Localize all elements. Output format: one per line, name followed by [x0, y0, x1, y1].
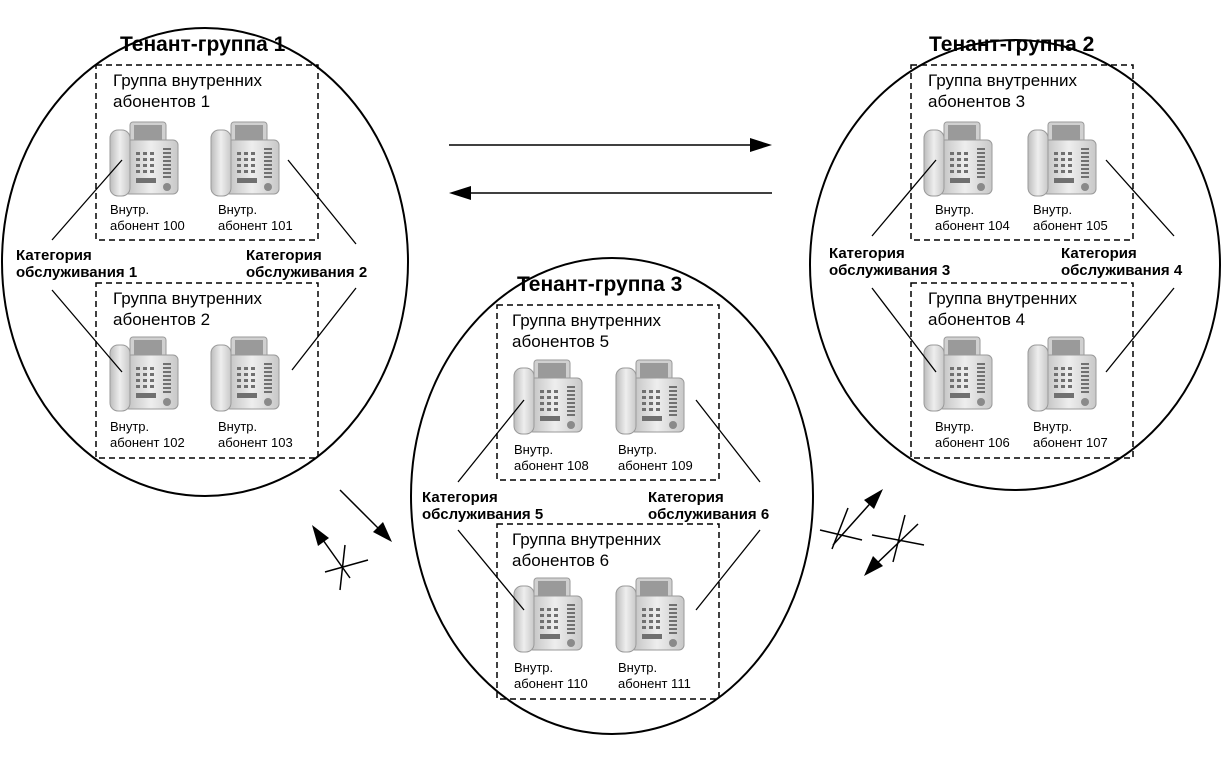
group-label-line2: абонентов 1 — [113, 92, 210, 111]
extension-label-line1: Внутр. — [618, 660, 657, 675]
blocked-cross-mark — [324, 559, 369, 573]
group-label-line1: Группа внутренних — [512, 530, 661, 549]
extension-label-line2: абонент 109 — [618, 458, 693, 473]
connector-line — [695, 529, 761, 611]
service-category-label-line1: Категория — [1061, 245, 1137, 262]
extension-label-line1: Внутр. — [935, 419, 974, 434]
extension-group-box — [496, 523, 720, 700]
connector-line — [1105, 287, 1175, 373]
tenant-oval — [809, 39, 1221, 491]
extension-label-line1: Внутр. — [1033, 202, 1072, 217]
service-category-label-line2: обслуживания 4 — [1061, 262, 1183, 279]
group-label-line2: абонентов 2 — [113, 310, 210, 329]
blocked-cross-mark — [819, 529, 863, 541]
blocked-cross-mark — [892, 514, 906, 563]
extension-label-line1: Внутр. — [110, 202, 149, 217]
service-category-label-line1: Категория — [422, 489, 498, 506]
tenant-oval — [410, 257, 814, 735]
connection-arrows — [312, 138, 925, 591]
service-category-label-line1: Категория — [829, 245, 905, 262]
group-label-line2: абонентов 4 — [928, 310, 1025, 329]
extension-label-line1: Внутр. — [110, 419, 149, 434]
service-category-label-line2: обслуживания 1 — [16, 264, 137, 281]
service-category-label-line2: обслуживания 6 — [648, 506, 769, 523]
group-label-line1: Группа внутренних — [928, 289, 1077, 308]
group-label-line1: Группа внутренних — [512, 311, 661, 330]
extension-label-line1: Внутр. — [218, 202, 257, 217]
service-category-label-line2: обслуживания 2 — [246, 264, 367, 281]
connector-line — [287, 159, 357, 245]
connector-line — [51, 159, 123, 241]
extension-label-line1: Внутр. — [618, 442, 657, 457]
connector-line — [871, 159, 937, 237]
extension-label-line1: Внутр. — [1033, 419, 1072, 434]
group-label-line1: Группа внутренних — [928, 71, 1077, 90]
tenant-title: Тенант-группа 2 — [929, 33, 1094, 56]
extension-group-box — [496, 304, 720, 481]
extension-group-box — [95, 64, 319, 241]
tenant-title: Тенант-группа 3 — [517, 273, 682, 296]
arrowhead — [449, 186, 471, 200]
connector-line — [51, 289, 123, 373]
tenant-oval — [1, 27, 409, 497]
connector-line — [291, 287, 357, 371]
connector-line — [695, 399, 761, 483]
extension-label-line1: Внутр. — [218, 419, 257, 434]
extension-label-line2: абонент 103 — [218, 435, 293, 450]
extension-label-line2: абонент 106 — [935, 435, 1010, 450]
extension-group-box — [95, 282, 319, 459]
group-label-line2: абонентов 5 — [512, 332, 609, 351]
tenant-group-3: Тенант-группа 3 Группа внутренних абонен… — [410, 257, 814, 735]
extension-group-box — [910, 64, 1134, 241]
tenant-group-2: Тенант-группа 2 Группа внутренних абонен… — [809, 33, 1221, 491]
extension-label-line1: Внутр. — [935, 202, 974, 217]
extension-label-line2: абонент 110 — [514, 676, 588, 691]
extension-label-line1: Внутр. — [514, 660, 553, 675]
arrow-tg3-to-tg2-blocked — [832, 496, 877, 546]
arrowhead — [864, 489, 883, 509]
arrowhead — [373, 522, 392, 542]
service-category-label-line1: Категория — [16, 247, 92, 264]
tenant-title: Тенант-группа 1 — [120, 33, 286, 56]
service-category-label-line2: обслуживания 3 — [829, 262, 950, 279]
connector-line — [1105, 159, 1175, 237]
connector-line — [457, 399, 525, 483]
arrowhead — [312, 525, 329, 546]
service-category-label-line2: обслуживания 5 — [422, 506, 543, 523]
group-label-line1: Группа внутренних — [113, 289, 262, 308]
group-label-line2: абонентов 3 — [928, 92, 1025, 111]
service-category-label-line1: Категория — [246, 247, 322, 264]
extension-label-line2: абонент 104 — [935, 218, 1010, 233]
tenant-group-1: Тенант-группа 1 Группа внутренних абонен… — [1, 27, 409, 497]
extension-label-line2: абонент 100 — [110, 218, 185, 233]
connector-line — [871, 287, 937, 373]
extension-label-line2: абонент 111 — [618, 676, 691, 691]
blocked-cross-mark — [339, 544, 346, 591]
group-label-line2: абонентов 6 — [512, 551, 609, 570]
extension-label-line2: абонент 101 — [218, 218, 293, 233]
connector-line — [457, 529, 525, 611]
group-label-line1: Группа внутренних — [113, 71, 262, 90]
arrowhead — [864, 556, 883, 576]
extension-label-line1: Внутр. — [514, 442, 553, 457]
extension-group-box — [910, 282, 1134, 459]
extension-label-line2: абонент 105 — [1033, 218, 1108, 233]
service-category-label-line1: Категория — [648, 489, 724, 506]
blocked-cross-mark — [831, 507, 849, 550]
extension-label-line2: абонент 108 — [514, 458, 589, 473]
arrow-tg2-to-tg3-blocked — [871, 523, 919, 569]
arrowhead — [750, 138, 772, 152]
extension-label-line2: абонент 102 — [110, 435, 185, 450]
extension-label-line2: абонент 107 — [1033, 435, 1108, 450]
